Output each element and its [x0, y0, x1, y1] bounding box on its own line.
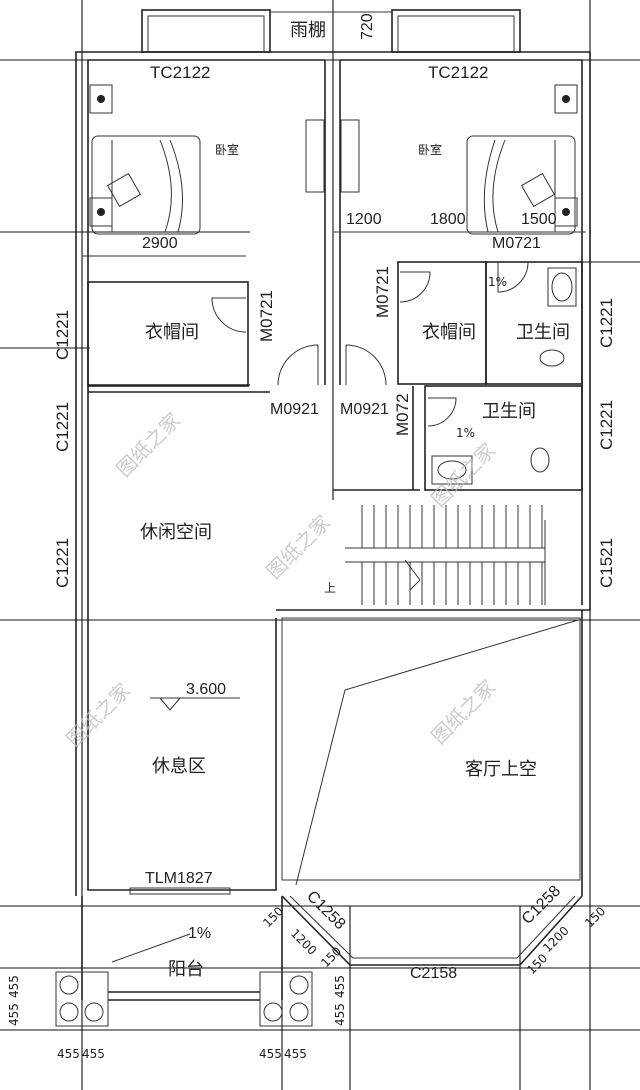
dim-150-b: 150: [318, 944, 344, 970]
window-label-c1258-right: C1258: [519, 882, 564, 927]
slope-balcony: 1%: [188, 925, 211, 942]
dim-455-v2: 455: [7, 1003, 21, 1026]
canopy-label: 雨棚: [290, 20, 326, 41]
elevation-label: 3.600: [186, 681, 226, 698]
watermark: 图纸之家: [427, 438, 501, 512]
window-label-c2158: C2158: [410, 965, 457, 982]
dim-455-h2: 455: [82, 1047, 105, 1061]
dim-455-h4: 455: [284, 1047, 307, 1061]
door-label-m0721-top: M0721: [492, 235, 541, 252]
dim-1200: 1200: [346, 211, 382, 228]
room-label-bedroom-right: 卧室: [418, 142, 442, 157]
window-label-tc2122-right: TC2122: [428, 63, 488, 82]
bath-fixtures: [431, 267, 577, 485]
canopy-depth-dim: 720: [359, 13, 376, 40]
stairs-up-label: 上: [324, 581, 336, 595]
room-label-rest-area: 休息区: [152, 756, 206, 777]
dim-455-v4: 455: [333, 1003, 347, 1026]
room-label-closet-right: 衣帽间: [422, 322, 476, 343]
slope-arrow: [111, 933, 191, 963]
window-label-c1221-left-1: C1221: [53, 310, 72, 360]
watermark: 图纸之家: [62, 678, 136, 752]
room-label-bedroom-left: 卧室: [215, 142, 239, 157]
window-label-c1521: C1521: [597, 538, 616, 588]
door-label-tlm1827: TLM1827: [145, 870, 213, 887]
dim-455-v1: 455: [7, 975, 21, 998]
dim-1800: 1800: [430, 211, 466, 228]
room-label-balcony: 阳台: [168, 959, 204, 980]
window-label-c1221-right-2: C1221: [597, 400, 616, 450]
watermark: 图纸之家: [427, 675, 501, 749]
room-label-bath-lower: 卫生间: [482, 401, 536, 422]
staircase: [345, 505, 546, 605]
wardrobes: [305, 119, 360, 193]
bed-left: [89, 84, 201, 235]
dim-bay-1200-left: 1200: [288, 926, 319, 957]
dim-455-v3: 455: [333, 975, 347, 998]
dim-455-h3: 455: [259, 1047, 282, 1061]
door-label-m0721-left: M0721: [257, 290, 276, 342]
room-label-closet-left: 衣帽间: [145, 322, 199, 343]
window-label-tc2122-left: TC2122: [150, 63, 210, 82]
window-label-c1221-left-2: C1221: [53, 402, 72, 452]
door-label-m0921-right: M0921: [340, 401, 389, 418]
window-label-c1221-left-3: C1221: [53, 538, 72, 588]
exterior-walls: [75, 51, 591, 896]
elevation-marker: [150, 697, 240, 711]
bed-right: [466, 84, 578, 235]
door-swings: [211, 261, 529, 427]
dim-455-h1: 455: [57, 1047, 80, 1061]
balcony-walls: [55, 610, 583, 1027]
dim-1500: 1500: [521, 211, 557, 228]
dim-2900: 2900: [142, 235, 178, 252]
stair-tread: [404, 559, 421, 581]
sliding-door: [129, 887, 231, 895]
window-label-c1258-left: C1258: [303, 888, 348, 933]
watermark: 图纸之家: [112, 408, 186, 482]
dim-150-d: 150: [582, 904, 608, 930]
room-label-living-void: 客厅上空: [465, 759, 537, 780]
void-outline: [295, 619, 579, 886]
window-label-c1221-right-1: C1221: [597, 298, 616, 348]
watermark: 图纸之家: [262, 510, 336, 584]
room-label-leisure-space: 休闲空间: [140, 522, 212, 543]
slope-bath-lower: 1%: [456, 426, 475, 440]
canopy: [141, 9, 521, 53]
stair-tread: [409, 579, 421, 591]
room-label-bath-upper: 卫生间: [516, 322, 570, 343]
door-label-m0921-left: M0921: [270, 401, 319, 418]
door-label-m0721-right: M0721: [373, 266, 392, 318]
door-label-m072: M072: [393, 393, 412, 436]
